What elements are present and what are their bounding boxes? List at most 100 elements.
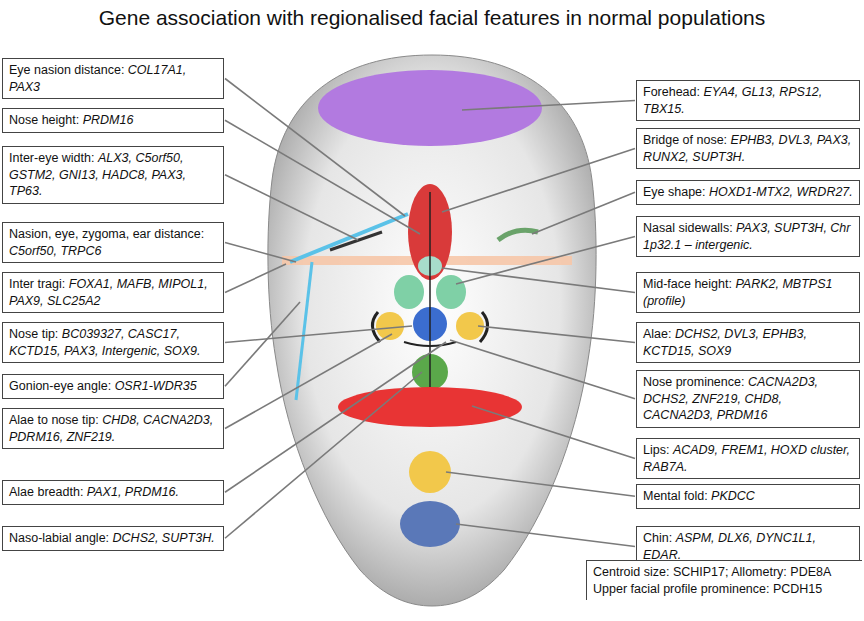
leader-line [532,192,635,234]
gene-association-text: Inter-eye width: ALX3, C5orf50, GSTM2, G… [9,150,217,200]
gene-association-text: Forehead: EYA4, GL13, RPS12, TBX15. [643,84,853,117]
gene-label-box: Eye shape: HOXD1-MTX2, WRDR27. [636,180,860,205]
gene-label-box: Mid-face height: PARK2, MBTPS1 (profile) [636,272,860,313]
leader-line [456,237,635,285]
nasal-sidewall-left [394,275,424,309]
gene-association-text: Nose tip: BC039327, CASC17, KCTD15, PAX3… [9,326,217,359]
gene-association-text: Chin: ASPM, DLX6, DYNC1L1, EDAR. [643,530,853,563]
feature-name: Bridge of nose: [643,133,731,147]
gene-association-text: Nasal sidewalls: PAX3, SUPT3H, Chr 1p32.… [643,220,853,253]
leader-line [225,120,420,234]
gene-association-text: Naso-labial angle: DCHS2, SUPT3H. [9,530,217,547]
gene-association-text: Eye nasion distance: COL17A1, PAX3 [9,62,217,95]
gene-label-box: Naso-labial angle: DCHS2, SUPT3H. [2,526,224,551]
feature-name: Naso-labial angle: [9,531,113,545]
leader-line [225,342,446,492]
feature-name: Nasal sidewalls: [643,221,736,235]
gene-label-box: Forehead: EYA4, GL13, RPS12, TBX15. [636,80,860,121]
gene-label-box: Bridge of nose: EPHB3, DVL3, PAX3, RUNX2… [636,128,860,169]
lips-region [338,387,522,427]
gene-label-box: Lips: ACAD9, FREM1, HOXD cluster, RAB7A. [636,438,860,479]
gonion-line [296,262,312,400]
gene-label-box: Nasion, eye, zygoma, ear distance: C5orf… [2,222,224,263]
gene-list: C5orf50, TRPC6 [9,244,101,258]
feature-name: Alae: [643,327,675,341]
leader-line [442,149,635,213]
gene-association-text: Gonion-eye angle: OSR1-WDR35 [9,378,217,395]
gene-association-text: Nose prominence: CACNA2D3, DCHS2, ZNF219… [643,374,853,424]
gene-association-text: Mid-face height: PARK2, MBTPS1 (profile) [643,276,853,309]
feature-name: Alae to nose tip: [9,413,102,427]
gene-label-box: Nose prominence: CACNA2D3, DCHS2, ZNF219… [636,370,860,428]
gene-label-box: Nasal sidewalls: PAX3, SUPT3H, Chr 1p32.… [636,216,860,257]
mental-fold-region [409,451,451,493]
gene-association-text: Mental fold: PKDCC [643,488,853,505]
gene-label-box: Gonion-eye angle: OSR1-WDR35 [2,374,224,399]
gene-association-text: Lips: ACAD9, FREM1, HOXD cluster, RAB7A. [643,442,853,475]
gene-association-text: Alae: DCHS2, DVL3, EPHB3, KCTD15, SOX9 [643,326,853,359]
feature-name: Lips: [643,443,673,457]
gene-association-text: Bridge of nose: EPHB3, DVL3, PAX3, RUNX2… [643,132,853,165]
face-outline [268,55,596,606]
gene-label-box: Alae breadth: PAX1, PRDM16. [2,480,224,505]
leader-line [472,406,635,459]
feature-name: Nose tip: [9,327,62,341]
feature-name: Gonion-eye angle: [9,379,115,393]
diagram-title: Gene association with regionalised facia… [0,6,864,30]
leader-line [446,472,635,496]
chin-region [400,501,460,547]
gene-list: HOXD1-MTX2, WRDR27. [709,185,853,199]
feature-name: Inter tragi: [9,277,69,291]
nasion-zygoma-line [330,232,382,250]
gene-list: PRDM16 [83,113,134,127]
leader-line [225,175,358,240]
gene-association-text: Eye shape: HOXD1-MTX2, WRDR27. [643,184,853,201]
feature-name: Nose height: [9,113,83,127]
gene-label-box: Inter tragi: FOXA1, MAFB, MIPOL1, PAX9, … [2,272,224,313]
gene-list: ACAD9, FREM1, HOXD cluster, RAB7A. [643,443,850,474]
eye-shape-region [498,230,538,240]
gene-list: DCHS2, SUPT3H. [113,531,215,545]
gene-label-box: Eye nasion distance: COL17A1, PAX3 [2,58,224,99]
gene-association-text: Alae to nose tip: CHD8, CACNA2D3, PDRM16… [9,412,217,445]
leader-line [225,334,392,429]
feature-name: Eye nasion distance: [9,63,128,77]
feature-name: Mental fold: [643,489,711,503]
gene-list: PKDCC [711,489,755,503]
feature-name: Chin: [643,531,676,545]
leader-line [456,524,635,547]
feature-name: Nose prominence: [643,375,748,389]
gene-association-text: Centroid size: SCHIP17; Allometry: PDE8A… [593,564,856,597]
leader-line [225,372,422,538]
gene-association-text: Inter tragi: FOXA1, MAFB, MIPOL1, PAX9, … [9,276,217,309]
leader-line [225,243,296,263]
leader-line [225,302,300,386]
gene-list: PAX1, PRDM16. [87,485,179,499]
gene-list: OSR1-WDR35 [115,379,197,393]
gene-label-box: Mental fold: PKDCC [636,484,860,509]
leader-line [225,326,412,343]
inter-eye-line [290,214,408,262]
leader-line [478,326,635,343]
gene-association-text: Nasion, eye, zygoma, ear distance: C5orf… [9,226,217,259]
feature-name: Nasion, eye, zygoma, ear distance: [9,227,204,241]
gene-label-box: Nose tip: BC039327, CASC17, KCTD15, PAX3… [2,322,224,363]
leader-line [450,340,635,399]
gene-label-box: Alae to nose tip: CHD8, CACNA2D3, PDRM16… [2,408,224,449]
gene-label-box: Alae: DCHS2, DVL3, EPHB3, KCTD15, SOX9 [636,322,860,363]
nasal-sidewall-right [436,275,466,309]
gene-label-box: Inter-eye width: ALX3, C5orf50, GSTM2, G… [2,146,224,204]
gene-association-text: Alae breadth: PAX1, PRDM16. [9,484,217,501]
leader-line [442,268,635,293]
feature-name: Inter-eye width: [9,151,98,165]
leader-line [225,264,286,293]
leader-line [225,79,405,217]
leader-line [462,101,635,111]
feature-name: Alae breadth: [9,485,87,499]
feature-name: Mid-face height: [643,277,735,291]
gene-label-box: Nose height: PRDM16 [2,108,224,133]
gene-association-text: Nose height: PRDM16 [9,112,217,129]
midline [429,192,431,392]
feature-name: Eye shape: [643,185,709,199]
gene-label-box: Centroid size: SCHIP17; Allometry: PDE8A… [586,560,862,600]
